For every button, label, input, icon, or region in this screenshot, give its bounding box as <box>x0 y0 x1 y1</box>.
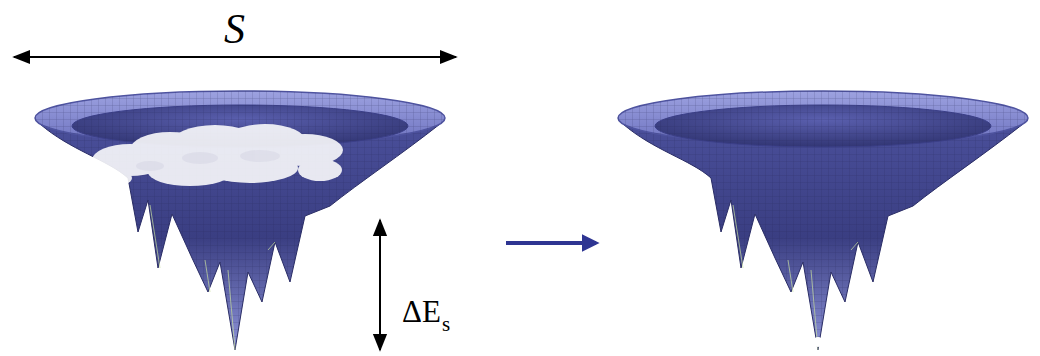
dimension-label: S <box>224 8 245 50</box>
energy-gap-label: ΔE <box>402 296 441 327</box>
energy-gap-subscript: s <box>442 314 450 335</box>
